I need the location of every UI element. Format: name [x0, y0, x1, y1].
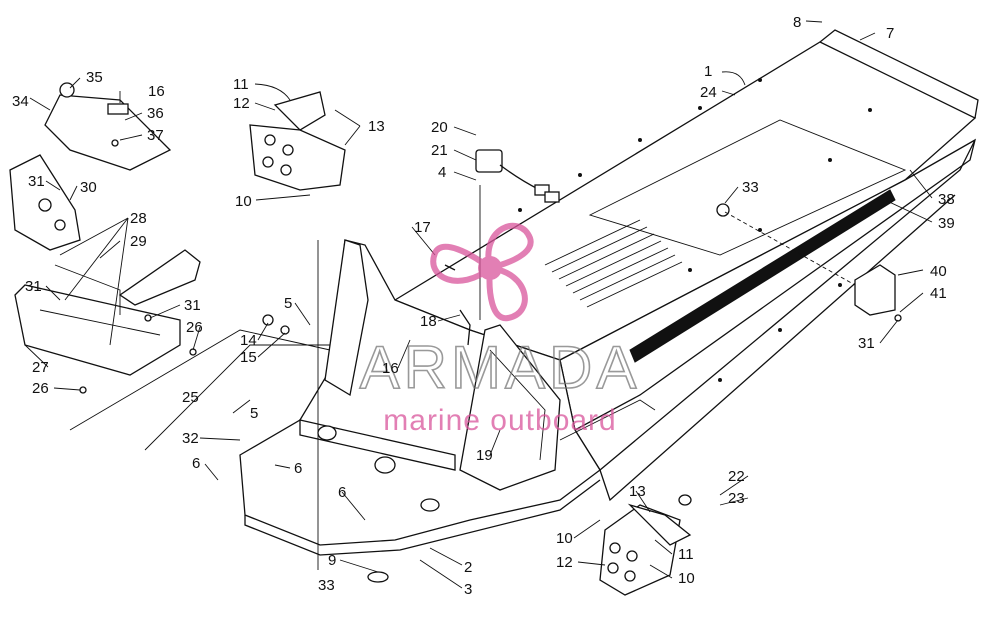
callout-33-deck: 33	[742, 179, 759, 196]
callout-11-top: 11	[233, 76, 249, 93]
callout-9: 9	[328, 552, 336, 569]
callout-31-plate: 31	[25, 278, 42, 295]
watermark-brand: ARMADA	[360, 334, 641, 401]
callout-6-lower: 6	[338, 484, 346, 501]
heat-exchanger-cap	[854, 264, 896, 316]
callout-10-bottom-left: 10	[556, 530, 573, 547]
callout-17: 17	[414, 219, 431, 236]
fastener-bits	[79, 203, 902, 506]
callout-10-top: 10	[235, 193, 252, 210]
callout-39: 39	[938, 215, 955, 232]
rail-rivets	[518, 78, 872, 382]
callout-28: 28	[130, 210, 147, 227]
callout-26-upper: 26	[186, 319, 203, 336]
callout-29: 29	[130, 233, 147, 250]
callout-20: 20	[431, 119, 448, 136]
cover-plate	[44, 82, 172, 171]
callout-31-upper-left: 31	[28, 173, 45, 190]
callout-25: 25	[182, 389, 199, 406]
callout-2: 2	[464, 559, 472, 576]
callout-18: 18	[420, 313, 437, 330]
callout-35: 35	[86, 69, 103, 86]
callout-12-bottom: 12	[556, 554, 573, 571]
callout-10-bottom-right: 10	[678, 570, 695, 587]
callout-13-bottom: 13	[629, 483, 646, 500]
callout-32: 32	[182, 430, 199, 447]
callout-36: 36	[147, 105, 164, 122]
callout-34: 34	[12, 93, 29, 110]
callout-15: 15	[240, 349, 257, 366]
callout-4: 4	[438, 164, 446, 181]
callout-31-mid: 31	[184, 297, 201, 314]
callout-19: 19	[476, 447, 493, 464]
callout-38: 38	[938, 191, 955, 208]
callout-8: 8	[793, 14, 801, 31]
callout-27: 27	[32, 359, 49, 376]
mount-bracket	[118, 249, 201, 306]
callout-26-lower: 26	[32, 380, 49, 397]
callout-14: 14	[240, 332, 257, 349]
watermark-tagline: marine outboard	[383, 404, 616, 437]
callout-30: 30	[80, 179, 97, 196]
callout-31-right: 31	[858, 335, 875, 352]
callout-22: 22	[728, 468, 745, 485]
callout-40: 40	[930, 263, 947, 280]
callout-23: 23	[728, 490, 745, 507]
front-frame	[239, 239, 656, 583]
callout-6-mid: 6	[294, 460, 302, 477]
vent-bracket-top	[249, 91, 346, 191]
propeller-logo	[430, 222, 534, 322]
callout-37: 37	[147, 127, 164, 144]
callout-13-top: 13	[368, 118, 385, 135]
callout-1: 1	[704, 63, 712, 80]
callout-41: 41	[930, 285, 947, 302]
leader-lines	[24, 20, 933, 589]
callout-6-left: 6	[192, 455, 200, 472]
callout-24: 24	[700, 84, 717, 101]
callout-5-lower: 5	[250, 405, 258, 422]
vent-bracket-bottom	[599, 503, 692, 596]
watermark: ARMADA marine outboard	[359, 222, 641, 437]
callout-11-bottom: 11	[678, 546, 694, 563]
callout-33-bottom: 33	[318, 577, 335, 594]
steering-bracket-left	[9, 154, 81, 251]
callout-3: 3	[464, 581, 472, 598]
wire-harness	[475, 149, 560, 203]
callout-16-mid: 16	[382, 360, 399, 377]
tunnel-louvres	[544, 219, 683, 308]
callout-7: 7	[886, 25, 894, 42]
callout-5-upper: 5	[284, 295, 292, 312]
callout-21: 21	[431, 142, 448, 159]
callout-16-top: 16	[148, 83, 165, 100]
callout-labels: 1 24 7 8 35 16 34 36 37 11 12 13 10 20 2…	[12, 14, 955, 598]
callout-12-top: 12	[233, 95, 250, 112]
